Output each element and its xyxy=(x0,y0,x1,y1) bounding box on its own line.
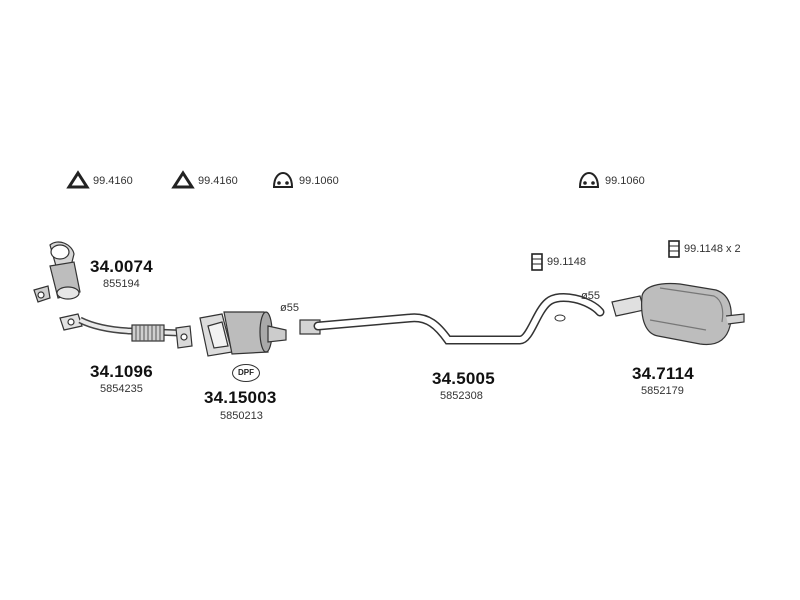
part-number: 34.1096 xyxy=(90,362,153,381)
oem-number: 855194 xyxy=(103,278,140,290)
oem-number: 5852179 xyxy=(641,385,684,397)
front-pipe-part xyxy=(59,313,193,349)
diameter-label: ø55 xyxy=(280,302,299,314)
gasket-icon xyxy=(171,170,195,189)
rear-muffler-part xyxy=(611,282,745,346)
oem-number: 5854235 xyxy=(100,383,143,395)
catalytic-converter-part xyxy=(33,241,81,303)
rubber-hanger-icon xyxy=(578,171,600,188)
clamp-label: 99.1148 xyxy=(547,256,586,268)
dpf-badge: DPF xyxy=(232,364,260,382)
clamp-icon xyxy=(531,253,543,271)
diameter-label: ø55 xyxy=(581,290,600,302)
clamp-icon xyxy=(668,240,680,258)
gasket-label: 99.4160 xyxy=(93,175,133,187)
part-number: 34.5005 xyxy=(432,369,495,388)
dpf-filter-part xyxy=(199,311,287,357)
oem-number: 5850213 xyxy=(220,410,263,422)
part-number: 34.7114 xyxy=(632,364,694,383)
gasket-icon xyxy=(66,170,90,189)
gasket-label: 99.4160 xyxy=(198,175,238,187)
part-number: 34.15003 xyxy=(204,388,277,407)
middle-pipe-part xyxy=(299,293,605,345)
part-number: 34.0074 xyxy=(90,257,153,276)
rubber-hanger-icon xyxy=(272,171,294,188)
clamp-label: 99.1148 x 2 xyxy=(684,243,741,255)
hanger-label: 99.1060 xyxy=(299,175,339,187)
hanger-label: 99.1060 xyxy=(605,175,645,187)
oem-number: 5852308 xyxy=(440,390,483,402)
